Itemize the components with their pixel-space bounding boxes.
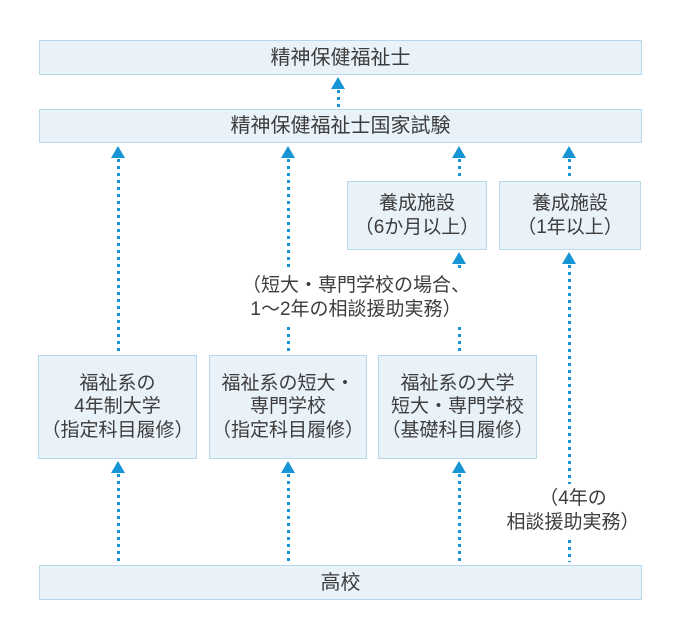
node-label: 精神保健福祉士国家試験 [230, 115, 451, 137]
node-label-line: 短大・専門学校 [390, 396, 524, 418]
node-label-line: 福祉系の大学 [400, 372, 515, 394]
arrow-up-icon [281, 146, 295, 158]
node-training-facility-1year: 養成施設 （1年以上） [499, 181, 641, 250]
node-welfare-4year-university: 福祉系の 4年制大学 （指定科目履修） [38, 355, 197, 459]
arrow-up-icon [452, 146, 466, 158]
node-label-line: 専門学校 [249, 396, 326, 418]
arrow-up-icon [111, 146, 125, 158]
note-4year-practical-work: （4年の 相談援助実務） [473, 487, 673, 535]
note-line: （4年の [539, 488, 607, 509]
arrow-line [286, 159, 290, 271]
arrow-up-icon [111, 461, 125, 473]
node-label-line: （指定科目履修） [41, 419, 194, 441]
node-high-school: 高校 [39, 565, 642, 600]
arrow-line [286, 327, 290, 353]
arrow-up-icon [281, 461, 295, 473]
arrow-up-icon [452, 461, 466, 473]
node-label-line: 4年制大学 [74, 396, 161, 418]
node-label-line: 福祉系の [79, 372, 156, 394]
node-label: 精神保健福祉士 [270, 46, 411, 69]
arrow-line [286, 474, 290, 562]
node-training-facility-6months: 養成施設 （6か月以上） [347, 181, 487, 250]
arrow-line [567, 159, 571, 179]
node-label-line: （6か月以上） [354, 216, 480, 238]
node-welfare-basic-subjects: 福祉系の大学 短大・専門学校 （基礎科目履修） [378, 355, 537, 459]
arrow-line [457, 474, 461, 562]
node-label-line: （1年以上） [517, 216, 623, 238]
note-junior-college-practical-work: （短大・専門学校の場合、 1～2年の相談援助実務） [160, 274, 552, 322]
arrow-up-icon [562, 146, 576, 158]
note-line: 相談援助実務） [506, 512, 640, 533]
arrow-up-icon [452, 252, 466, 264]
node-national-exam: 精神保健福祉士国家試験 [39, 109, 642, 143]
arrow-line [567, 540, 571, 562]
node-label-line: 養成施設 [378, 192, 455, 214]
node-psychiatric-social-worker: 精神保健福祉士 [39, 40, 642, 75]
arrow-line [457, 159, 461, 179]
arrow-line [116, 474, 120, 562]
arrow-line [116, 159, 120, 353]
node-label: 高校 [320, 571, 361, 594]
node-label-line: 養成施設 [531, 192, 608, 214]
arrow-up-icon [331, 77, 345, 89]
node-welfare-junior-college: 福祉系の短大・ 専門学校 （指定科目履修） [209, 355, 367, 459]
note-line: （短大・専門学校の場合、 [241, 275, 470, 296]
arrow-up-icon [562, 252, 576, 264]
node-label-line: （指定科目履修） [211, 419, 364, 441]
arrow-line [457, 265, 461, 272]
note-line: 1～2年の相談援助実務） [250, 299, 462, 320]
arrow-line [567, 265, 571, 484]
node-label-line: 福祉系の短大・ [221, 372, 355, 394]
arrow-line [336, 90, 340, 108]
arrow-line [457, 327, 461, 353]
node-label-line: （基礎科目履修） [381, 419, 534, 441]
